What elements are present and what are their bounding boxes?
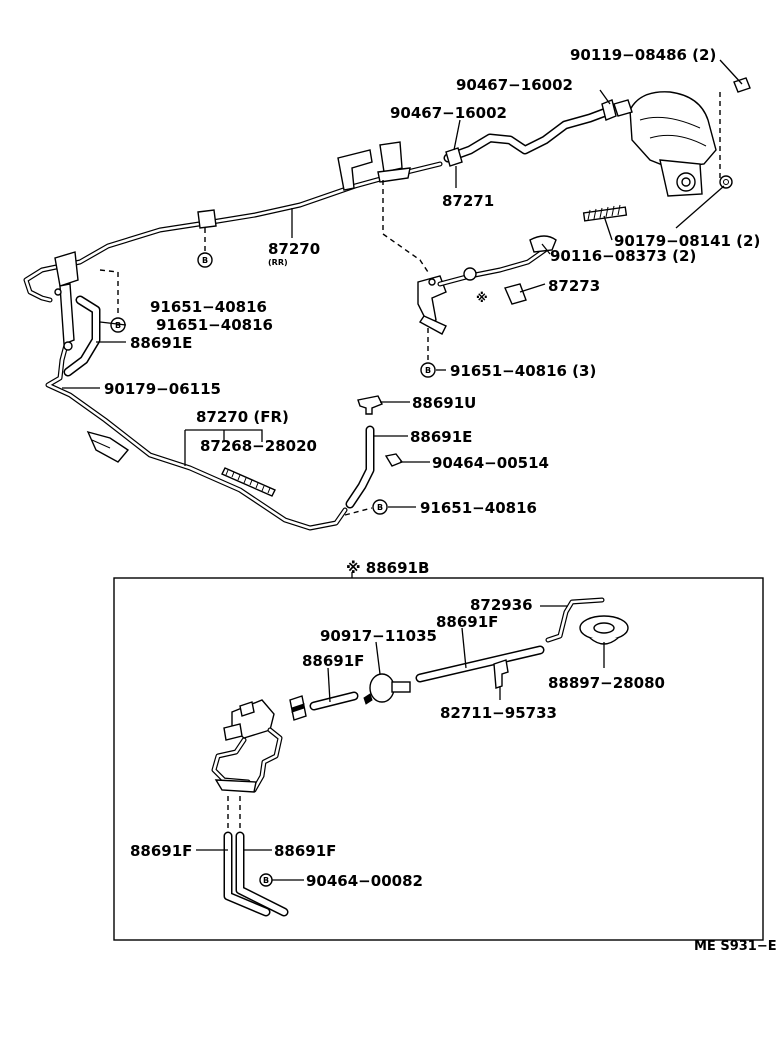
label-87270-rr-sub: (RR): [268, 258, 288, 267]
clip-marker-d: B: [372, 499, 388, 515]
left-bracket-assembly: [54, 251, 101, 377]
upper-leaders: [62, 89, 725, 508]
label-88691b-set: ※ 88691B: [346, 559, 429, 577]
label-90119-08486: 90119−08486 (2): [570, 46, 716, 64]
clip-glyph: B: [115, 321, 121, 330]
star-mark-upper: ※: [476, 291, 488, 305]
clip-glyph: B: [202, 256, 208, 265]
clip-markers: B B B B: [110, 252, 436, 515]
footer-code: ME S931−E: [694, 939, 776, 954]
label-90179-08141: 90179−08141 (2): [614, 232, 760, 250]
lower-dashed-guide: [344, 507, 373, 516]
label-88691f-c: 88691F: [130, 842, 192, 860]
label-88691f-d: 88691F: [274, 842, 336, 860]
hose-88691e-lower: [345, 425, 375, 509]
clip-marker-a: B: [197, 252, 213, 268]
filter-88691u: [357, 395, 383, 415]
bracket-82711-95733: [493, 659, 509, 689]
clamp-90464-00082: B: [259, 873, 273, 887]
upper-dashed-guides: [99, 228, 429, 362]
label-872936: 872936: [470, 596, 533, 614]
filter-90917-11035: [363, 673, 411, 705]
label-90464-00082: 90464−00082: [306, 872, 423, 890]
label-88897-28080: 88897−28080: [548, 674, 665, 692]
label-90464-00514: 90464−00514: [432, 454, 549, 472]
hose-88691f-short: [309, 691, 359, 711]
charcoal-canister: [613, 91, 717, 197]
label-87271: 87271: [442, 192, 494, 210]
vsv-middle-assembly: [382, 180, 557, 335]
pipe-87270-rr: [23, 161, 443, 303]
clip-marker-c: B: [420, 362, 436, 378]
stud-90116-08373: [582, 204, 628, 222]
label-91651-40816-a: 91651−40816: [150, 298, 267, 316]
lower-leaders: [196, 605, 605, 881]
clip-glyph: B: [425, 366, 431, 375]
clip-glyph: B: [263, 876, 269, 885]
rear-bracket-assembly: [337, 141, 411, 191]
label-82711-95733: 82711−95733: [440, 704, 557, 722]
clamp-90464-00514: [384, 453, 404, 467]
label-88691e-b: 88691E: [410, 428, 472, 446]
label-88691f-a: 88691F: [436, 613, 498, 631]
label-88691f-b: 88691F: [302, 652, 364, 670]
hose-88691f-long: [415, 645, 545, 683]
hose-88691f-pair: [223, 831, 289, 917]
label-87273: 87273: [548, 277, 600, 295]
protector-87268-28020: [221, 467, 276, 497]
label-91651-40816-b: 91651−40816: [156, 316, 273, 334]
label-90179-06115: 90179−06115: [104, 380, 221, 398]
clip-glyph: B: [377, 503, 383, 512]
label-91651-40816-c: 91651−40816: [420, 499, 537, 517]
pipe-872936: [545, 597, 605, 643]
label-91651-40816-3: 91651−40816 (3): [450, 362, 596, 380]
vsv-88691b-assembly: [211, 699, 283, 793]
front-lower-bracket: [86, 430, 130, 463]
clamp-small: [289, 695, 307, 721]
label-88691e-a: 88691E: [130, 334, 192, 352]
lower-box-dashed-guides: [227, 796, 241, 830]
set-88691b-frame: [113, 577, 764, 941]
cap-88897-28080: [579, 615, 629, 645]
nut-90179-08141: [719, 175, 733, 189]
label-88691u: 88691U: [412, 394, 476, 412]
callout-labels: 90119−08486 (2) 90467−16002 90467−16002 …: [104, 46, 776, 954]
bolt-90119-08486: [719, 59, 751, 178]
pipe-87270-fr: [45, 327, 348, 531]
mid-pipe-clamp: [197, 209, 217, 229]
label-90467-16002-a: 90467−16002: [456, 76, 573, 94]
label-90467-16002-b: 90467−16002: [390, 104, 507, 122]
label-87270-rr: 87270: [268, 240, 320, 258]
label-87268-28020: 87268−28020: [200, 437, 317, 455]
label-87270-fr: 87270 (FR): [196, 408, 289, 426]
label-90917-11035: 90917−11035: [320, 627, 437, 645]
label-90116-08373: 90116−08373 (2): [550, 247, 696, 265]
